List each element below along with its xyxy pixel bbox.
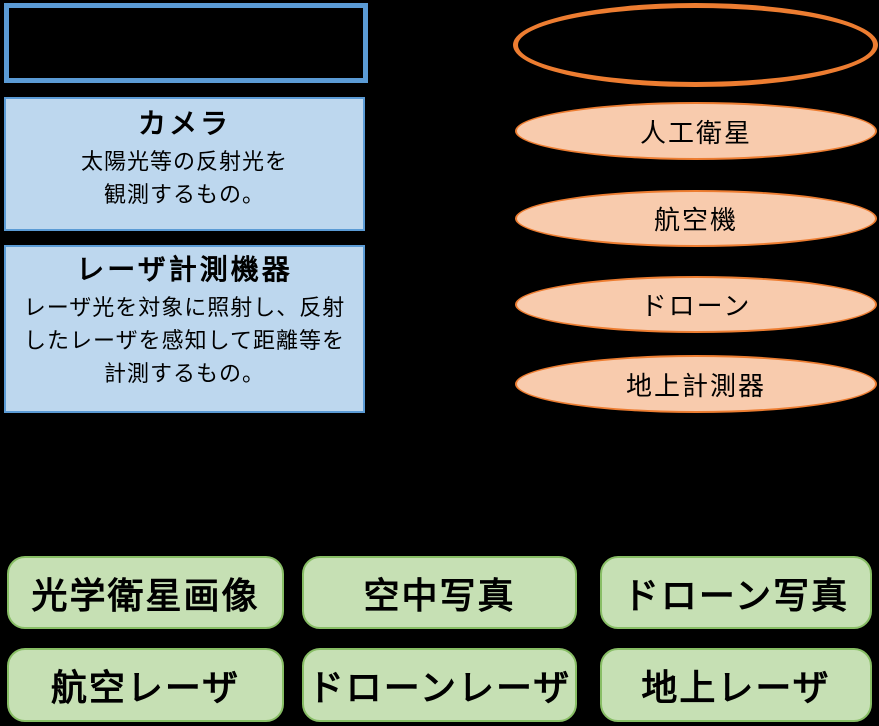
product-pill-optical-satellite-imagery: 光学衛星画像 [7, 556, 284, 629]
camera-body-line: 太陽光等の反射光を [80, 149, 288, 174]
platform-label: 人工衛星 [639, 117, 752, 148]
product-label: 光学衛星画像 [31, 574, 260, 616]
laser-box-title: レーザ計測機器 [76, 254, 293, 285]
platform-ellipse-drone: ドローン [515, 276, 877, 333]
platform-label: ドローン [640, 291, 752, 321]
laser-box-body: レーザ光を対象に照射し、反射 したレーザを感知して距離等を 計測するもの。 [6, 291, 363, 390]
platform-ellipse-satellite: 人工衛星 [515, 102, 877, 160]
product-label: ドローン写真 [622, 574, 850, 616]
camera-box-title: カメラ [137, 108, 231, 139]
camera-info-box: カメラ 太陽光等の反射光を 観測するもの。 [4, 97, 365, 231]
product-pill-airborne-laser: 航空レーザ [7, 648, 284, 722]
product-pill-aerial-photo: 空中写真 [302, 556, 577, 629]
camera-box-body: 太陽光等の反射光を 観測するもの。 [6, 145, 363, 211]
laser-body-line: 計測するもの。 [103, 361, 265, 386]
product-pill-drone-photo: ドローン写真 [600, 556, 872, 629]
product-label: 空中写真 [363, 574, 516, 616]
product-label: 航空レーザ [50, 667, 241, 708]
laser-body-line: レーザ光を対象に照射し、反射 [23, 295, 346, 320]
platform-header-ellipse [513, 3, 878, 87]
platform-ellipse-aircraft: 航空機 [515, 190, 877, 247]
product-label: 地上レーザ [641, 667, 831, 708]
camera-body-line: 観測するもの。 [103, 182, 265, 207]
product-label: ドローンレーザ [307, 667, 572, 708]
platform-label: 航空機 [653, 205, 738, 235]
sensor-header-box [4, 3, 368, 83]
platform-label: 地上計測器 [625, 370, 766, 401]
platform-ellipse-ground-sensor: 地上計測器 [515, 355, 877, 413]
product-pill-drone-laser: ドローンレーザ [302, 648, 577, 722]
laser-body-line: したレーザを感知して距離等を [24, 328, 345, 353]
product-pill-ground-laser: 地上レーザ [600, 648, 872, 722]
laser-info-box: レーザ計測機器 レーザ光を対象に照射し、反射 したレーザを感知して距離等を 計測… [4, 245, 365, 413]
